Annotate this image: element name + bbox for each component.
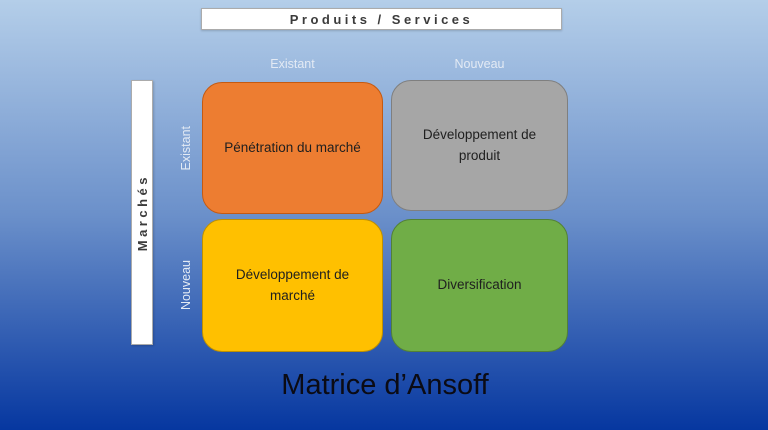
quadrant-penetration-du-marche-label: Pénétration du marché <box>224 139 361 155</box>
column-label-existant: Existant <box>270 56 315 71</box>
column-label-nouveau: Nouveau <box>454 56 505 71</box>
row-label-nouveau-text: Nouveau <box>179 259 193 311</box>
row-label-existant-text: Existant <box>179 125 193 171</box>
row-label-nouveau: Nouveau <box>171 240 201 330</box>
quadrant-penetration-du-marche: Pénétration du marché <box>202 82 383 214</box>
products-services-axis-label: Produits / Services <box>289 11 474 27</box>
row-label-existant: Existant <box>171 103 201 193</box>
quadrant-developpement-de-marche-label: Développement de marché <box>235 267 350 303</box>
markets-axis-bar: Marchés <box>131 80 153 345</box>
quadrant-diversification-label: Diversification <box>437 277 522 293</box>
quadrant-developpement-de-produit-label: Développement de produit <box>422 127 537 163</box>
products-services-axis-bar: Produits / Services <box>201 8 562 30</box>
slide-title: Matrice d’Ansoff <box>281 368 489 401</box>
quadrant-developpement-de-produit: Développement de produit <box>391 80 568 211</box>
markets-axis-label: Marchés <box>134 173 150 252</box>
quadrant-diversification: Diversification <box>391 219 568 352</box>
quadrant-developpement-de-marche: Développement de marché <box>202 219 383 352</box>
